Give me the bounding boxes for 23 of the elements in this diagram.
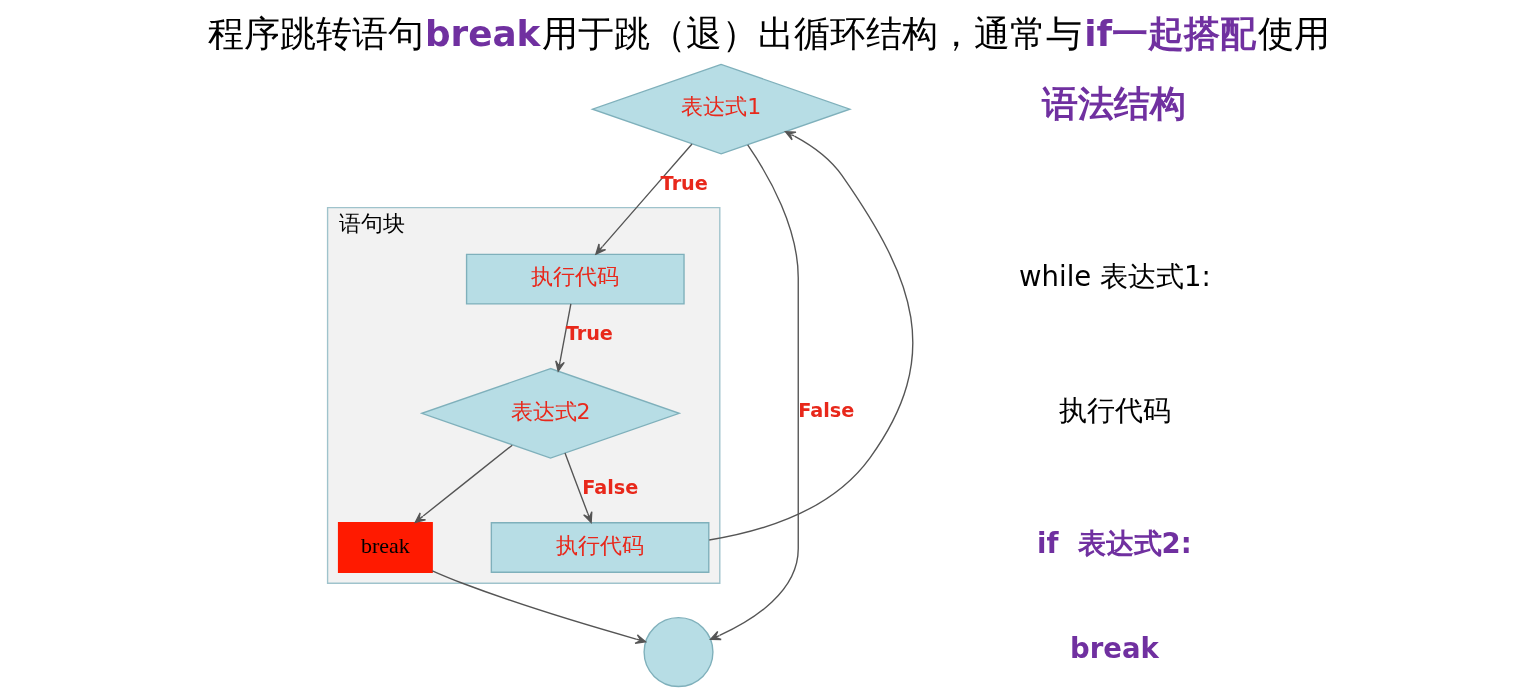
label: 语法结构: [1041, 83, 1186, 125]
label: break: [1069, 631, 1159, 664]
edge-label: False: [797, 399, 854, 423]
node-diamond: 表达式1: [589, 63, 852, 155]
node-circle: [642, 616, 714, 688]
arrow: [708, 130, 913, 541]
edge-label: True: [565, 321, 613, 345]
arrow: [554, 303, 572, 372]
label: while 表达式1:: [1018, 260, 1211, 293]
arrow: [563, 452, 592, 524]
node-box: break: [337, 522, 433, 573]
edge-label: True: [660, 171, 708, 195]
node-box: 执行代码: [465, 253, 685, 305]
diagram-title: 程序跳转语句break用于跳（退）出循环结构，通常与if一起搭配使用: [207, 13, 1330, 55]
label: 执行代码: [1058, 394, 1171, 427]
label: if 表达式2:: [1036, 526, 1192, 559]
arrow: [709, 144, 799, 641]
node-diamond: 表达式2: [419, 367, 681, 459]
arrow: [431, 570, 646, 644]
arrow: [594, 143, 693, 255]
node-box: 执行代码: [490, 522, 709, 573]
arrow: [414, 444, 513, 524]
edge-label: False: [581, 476, 638, 500]
